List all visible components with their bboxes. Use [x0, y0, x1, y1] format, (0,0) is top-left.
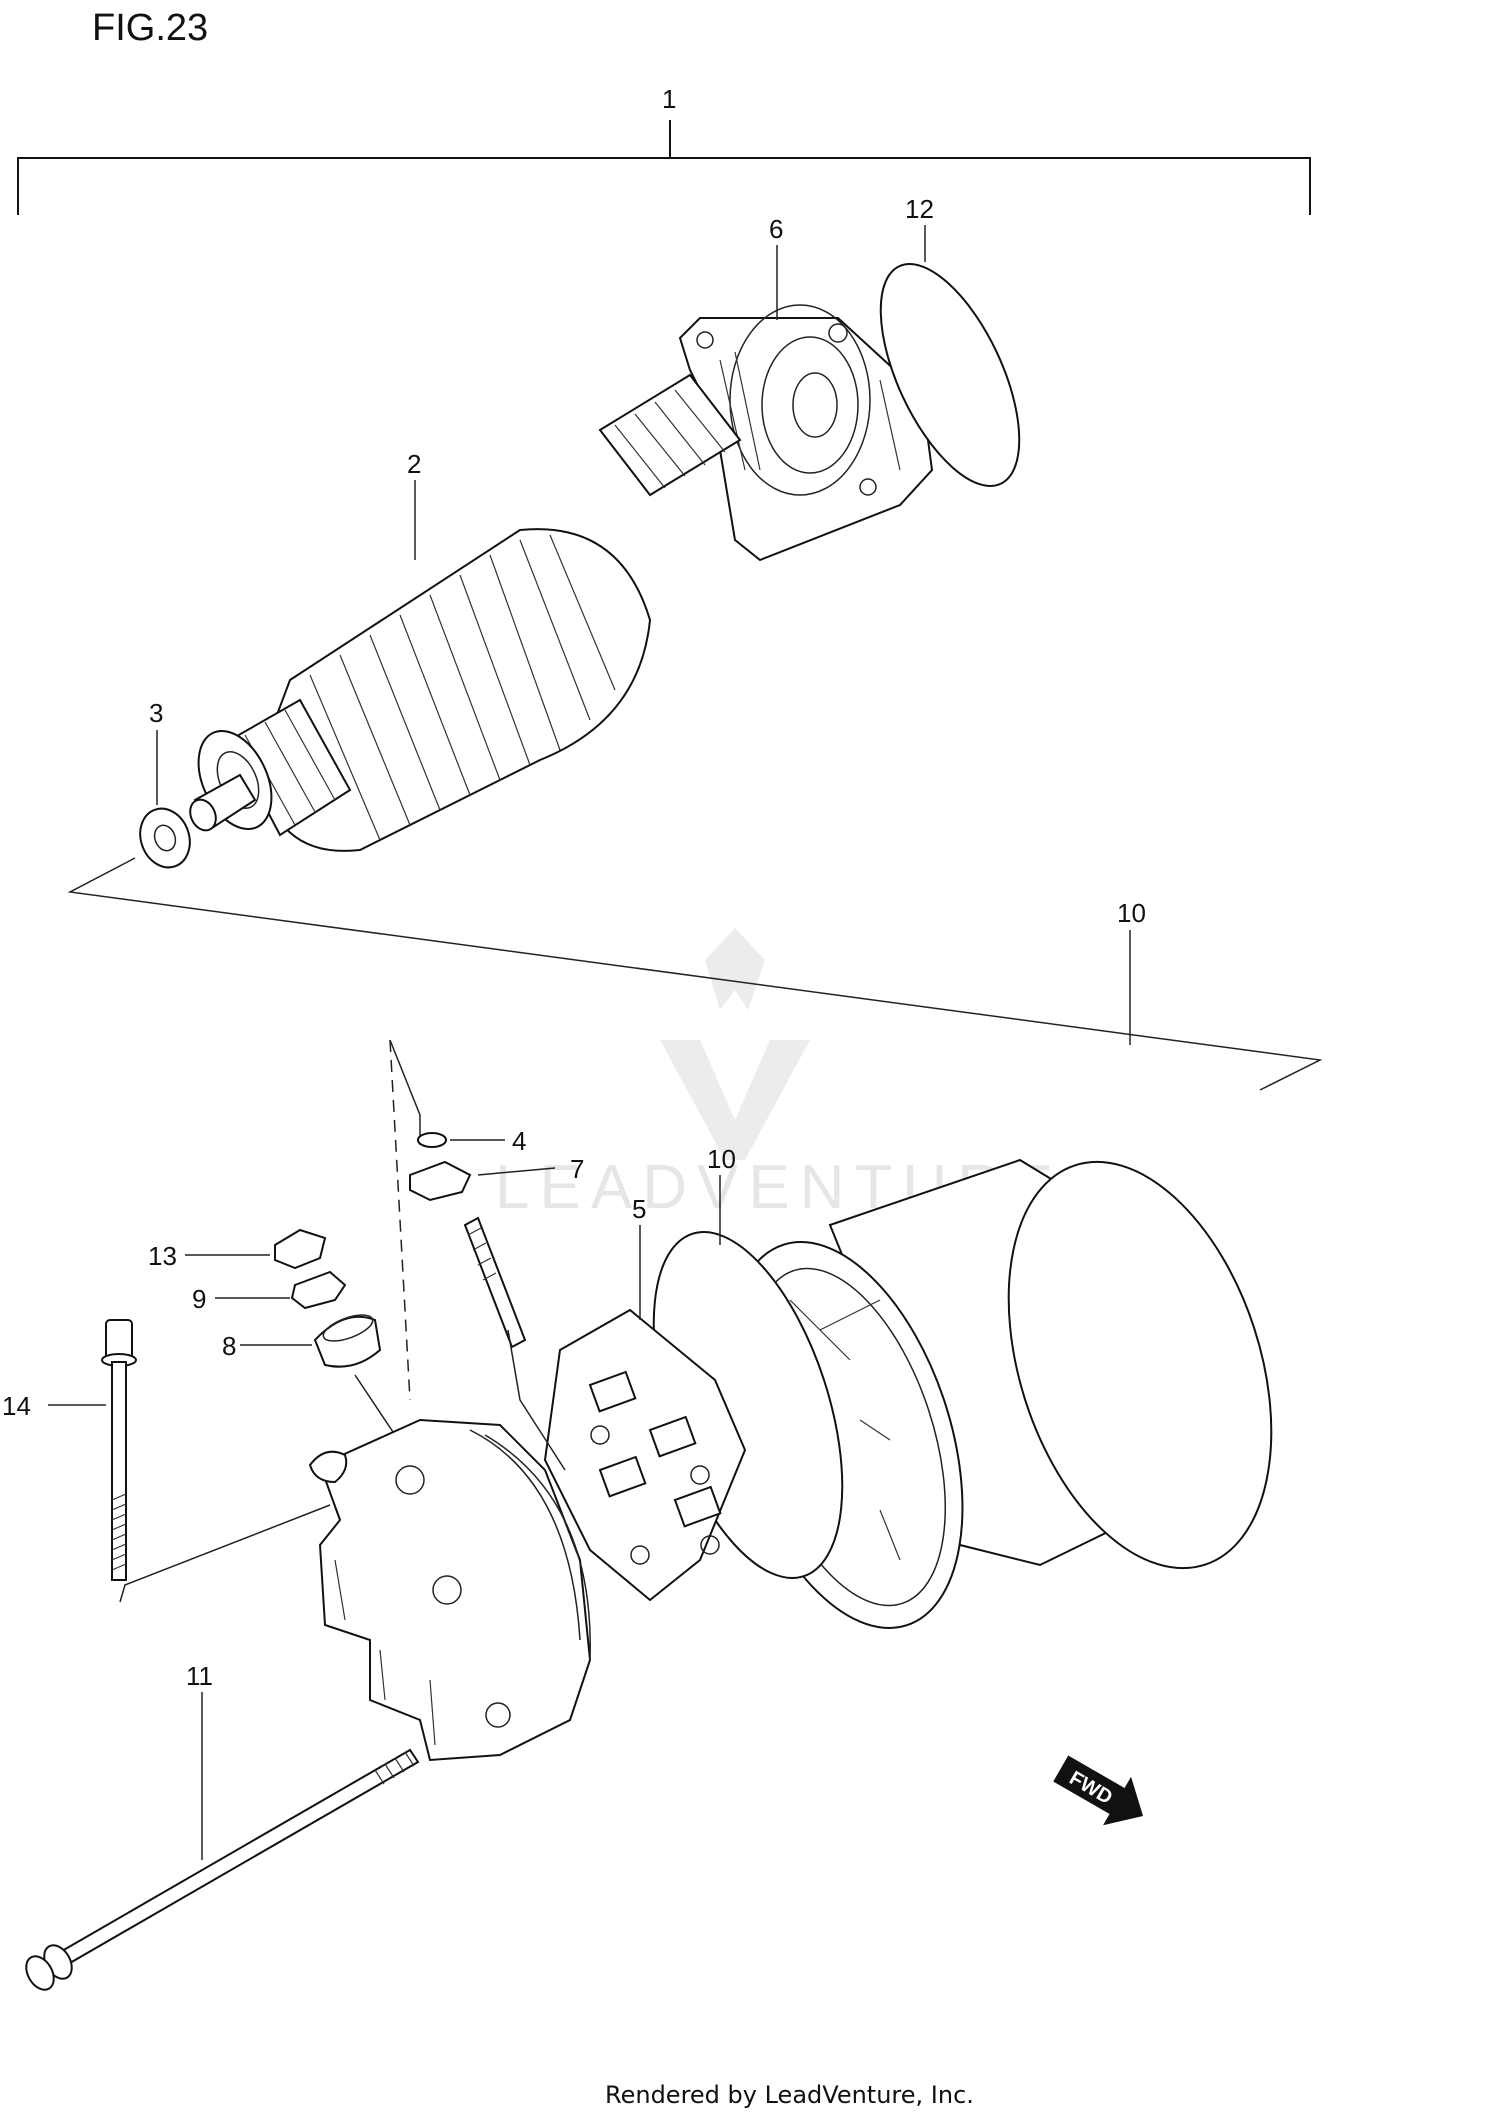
nut-13: [274, 1228, 327, 1270]
o-ring-12: [879, 263, 1021, 487]
bolt-14: [101, 1319, 137, 1581]
front-housing: [678, 304, 934, 562]
washer-9: [290, 1270, 347, 1310]
alignment-line-upper: [67, 857, 1323, 1091]
callout-4: 4: [512, 1126, 526, 1156]
alignment-line-vertical: [389, 1039, 411, 1401]
brush-holder: [463, 1216, 747, 1602]
callout-8: 8: [222, 1331, 236, 1361]
callout-6: 6: [769, 214, 783, 244]
alignment-line-lower: [119, 1504, 331, 1603]
washer-3: [139, 807, 191, 869]
o-ring-4: [417, 1132, 447, 1148]
yoke-housing: [726, 1158, 1273, 1629]
callout-13: 13: [148, 1241, 177, 1271]
alignment-line-branch: [389, 1039, 421, 1145]
armature: [189, 373, 742, 852]
callout-9: 9: [192, 1284, 206, 1314]
callout-2: 2: [407, 449, 421, 479]
callout-10a: 10: [1117, 898, 1146, 928]
callout-14: 14: [2, 1391, 31, 1421]
footer-credit: Rendered by LeadVenture, Inc.: [605, 2081, 974, 2109]
figure-title: FIG.23: [92, 7, 208, 49]
through-bolt-11: [25, 1748, 420, 1991]
callout-12: 12: [905, 194, 934, 224]
callout-3: 3: [149, 698, 163, 728]
callout-1: 1: [662, 84, 676, 114]
fwd-arrow-icon: FWD: [1053, 1755, 1144, 1826]
callout-7: 7: [570, 1154, 584, 1184]
rear-end-cover: [308, 1418, 592, 1762]
bushing-8: [313, 1314, 382, 1368]
insulator-7: [409, 1160, 472, 1202]
callout-10b: 10: [707, 1144, 736, 1174]
callout-11: 11: [186, 1661, 213, 1691]
assembly-bracket: [17, 120, 1311, 215]
leader-8-to-housing: [354, 1374, 396, 1436]
callout-5: 5: [632, 1194, 646, 1224]
leader-7: [477, 1167, 556, 1176]
